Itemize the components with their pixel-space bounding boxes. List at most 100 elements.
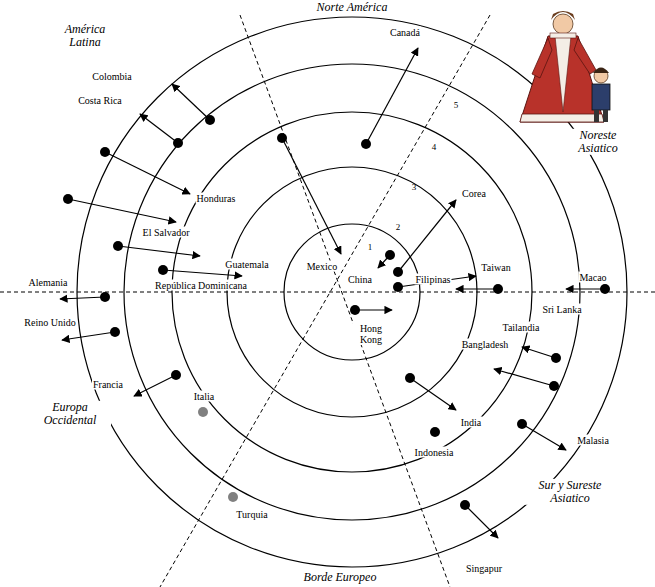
region-label: Norte América [316,1,389,14]
boy-coat [592,84,610,110]
shift-arrow [282,138,341,254]
ring-number: 5 [453,101,460,111]
country-dot [493,284,503,294]
country-label: Italia [193,391,216,402]
hair [551,11,575,20]
shift-arrow [522,347,556,358]
country-dots [63,115,610,510]
divider-line [160,15,490,587]
country-dot [113,241,123,251]
country-dot-grey [228,492,238,502]
shift-arrow [355,309,392,310]
ring-number: 3 [411,183,418,193]
country-label: Malasia [576,435,610,446]
country-label: Indonesia [414,447,455,458]
country-dot [63,194,73,204]
shift-arrow [172,84,210,120]
shift-arrow [398,200,456,272]
country-dot [393,267,403,277]
country-label: Reino Unido [23,317,76,328]
shift-arrows [60,48,605,538]
dress-front [555,36,571,112]
shift-arrow [465,505,498,538]
country-dot [205,115,215,125]
country-dot [100,147,110,157]
country-dot [405,373,415,383]
country-label: Honduras [196,193,237,204]
country-label: Singapur [465,563,503,574]
head [553,14,573,34]
shift-arrow [68,199,176,222]
country-dot [517,419,527,429]
figures-illustration [520,11,610,122]
region-label: Europa Occidental [29,401,111,427]
dress-trim [520,114,604,122]
country-label: Tailandia [501,322,540,333]
arm [532,38,552,78]
country-label: Hong Kong [353,323,389,345]
region-label: Borde Europeo [303,571,378,584]
country-dot [600,284,610,294]
shift-arrow [62,332,115,340]
country-dot [460,500,470,510]
country-dot-grey [198,407,208,417]
country-label: Bangladesh [461,339,510,350]
ring-number: 4 [431,143,438,153]
country-dot [158,265,168,275]
country-label: China [347,274,373,285]
shift-arrow [60,297,105,299]
shift-arrow [456,288,498,289]
country-label: El Salvador [142,227,191,238]
country-label: Costa Rica [77,95,123,106]
country-label: Filipinas [414,274,451,285]
country-label: Taiwan [480,262,511,273]
region-label: Noreste Asiatico [564,129,632,155]
divider-line [0,292,655,293]
shift-arrow [494,369,554,386]
boy-leg [603,110,608,122]
country-dot [385,250,395,260]
country-label: India [460,417,483,428]
country-label: Macao [578,272,607,283]
shift-arrow [105,152,190,194]
boy-leg [594,110,599,122]
country-dot [173,138,183,148]
shift-arrow [163,270,242,276]
country-dot [549,381,559,391]
shift-arrow [566,288,605,289]
country-label: Guatemala [224,259,269,270]
country-label: Mexico [306,261,339,272]
sector-dividers [0,15,655,587]
country-label: Alemania [28,277,69,288]
country-dot [361,139,371,149]
country-dot [430,427,440,437]
region-label: América Latina [51,23,119,49]
country-label: Francia [92,379,124,390]
country-label: Sri Lanka [541,304,582,315]
country-label: Colombia [91,71,132,82]
country-dot [551,353,561,363]
country-label: República Dominicana [154,280,248,291]
shift-arrow [134,375,176,396]
shift-arrow [522,424,566,450]
region-label: Sur y Sureste Asiatico [519,479,621,505]
country-dot [393,282,403,292]
country-dot [277,133,287,143]
country-dot [100,292,110,302]
collar [550,33,576,38]
divider-line [240,15,450,587]
country-label: Corea [461,188,487,199]
arm [574,38,596,74]
country-dot [110,327,120,337]
ring-number: 1 [367,243,374,253]
boy-hat [593,68,609,74]
ring-number: 2 [395,223,402,233]
country-dot [350,305,360,315]
country-label: Turquia [235,509,268,520]
country-label: Canadá [389,27,421,38]
dress [520,36,604,122]
country-dot [171,370,181,380]
shift-arrow [410,378,456,410]
shift-arrow [140,114,178,143]
